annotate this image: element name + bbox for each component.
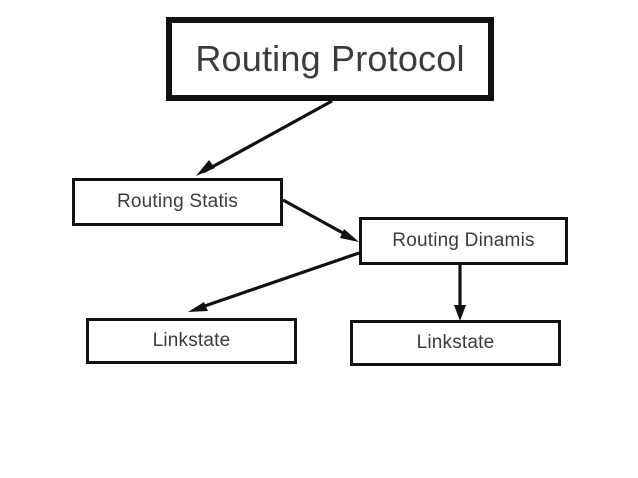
node-linkstate-right[interactable]: Linkstate [350, 320, 561, 366]
node-linkstate-left-label: Linkstate [152, 330, 231, 351]
node-routing-protocol[interactable]: Routing Protocol [166, 17, 494, 101]
node-routing-statis-label: Routing Statis [116, 191, 239, 212]
node-linkstate-left[interactable]: Linkstate [86, 318, 297, 364]
edge-statis-to-dinamis [282, 198, 359, 242]
node-routing-statis[interactable]: Routing Statis [72, 178, 283, 226]
node-routing-dinamis[interactable]: Routing Dinamis [359, 217, 568, 265]
node-routing-protocol-label: Routing Protocol [195, 38, 465, 79]
node-linkstate-right-label: Linkstate [416, 332, 495, 353]
edge-root-to-statis [196, 99, 333, 176]
edge-dinamis-to-linkstate-right [454, 265, 466, 321]
edge-dinamis-to-linkstate-left [188, 251, 360, 312]
node-routing-dinamis-label: Routing Dinamis [392, 230, 535, 251]
